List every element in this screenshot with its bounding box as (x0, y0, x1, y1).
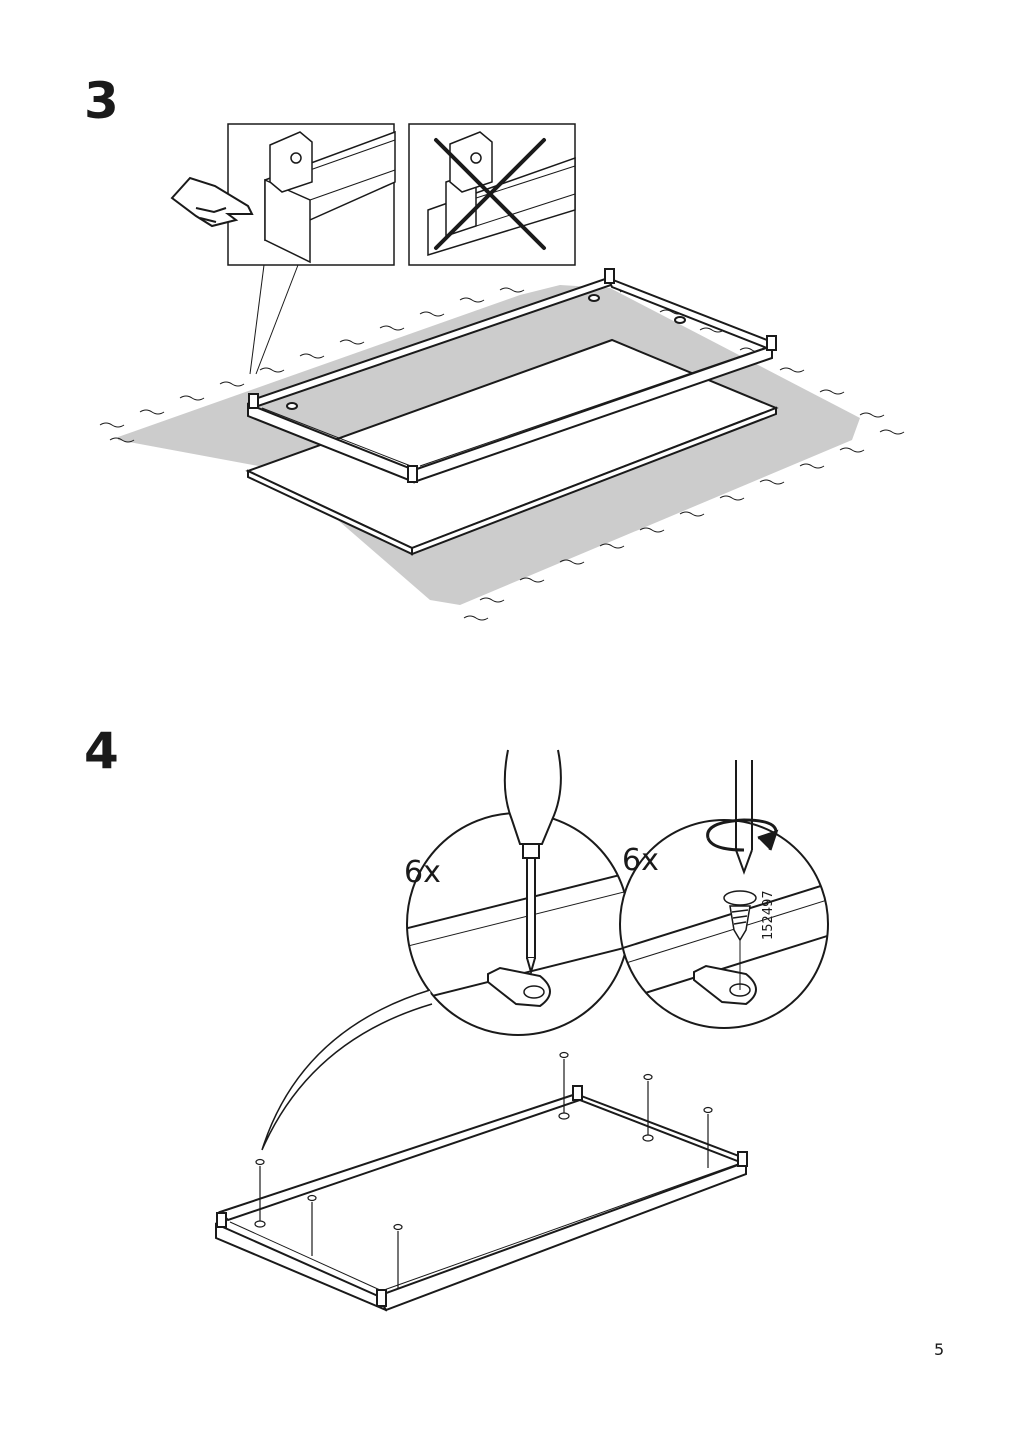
detail-correct (170, 123, 396, 266)
callout-pointer (249, 264, 299, 375)
step-3-number: 3 (84, 72, 119, 130)
detail-incorrect (408, 123, 576, 266)
screwdriver-icon (503, 749, 562, 976)
step-4-number: 4 (84, 722, 119, 780)
cross-out-icon (434, 138, 546, 250)
screw-6 (703, 1106, 713, 1168)
pointing-hand-icon (170, 176, 254, 228)
screw-3 (393, 1223, 403, 1288)
frame-screws (254, 1051, 713, 1288)
screw-1 (254, 1158, 266, 1228)
step-3-illustration (99, 123, 905, 621)
page-number: 5 (934, 1340, 945, 1359)
screw-5 (642, 1073, 654, 1142)
left-quantity: 6x (404, 855, 441, 890)
callout-swoosh (261, 989, 433, 1151)
rotation-arrow-icon (706, 818, 779, 852)
screw-4 (558, 1051, 570, 1120)
screwdriver-bit (735, 760, 753, 875)
frame-step-4 (215, 1085, 748, 1312)
frame (247, 268, 777, 484)
screw-icon (723, 890, 757, 942)
carpet-fringe (99, 287, 905, 621)
screw-2 (307, 1194, 317, 1256)
right-quantity: 6x (622, 843, 659, 878)
screw-part-number: 152497 (761, 890, 776, 940)
step-4-illustration: 6x (215, 749, 829, 1312)
left-detail-circle (406, 749, 630, 1036)
right-detail-circle (619, 760, 829, 1029)
